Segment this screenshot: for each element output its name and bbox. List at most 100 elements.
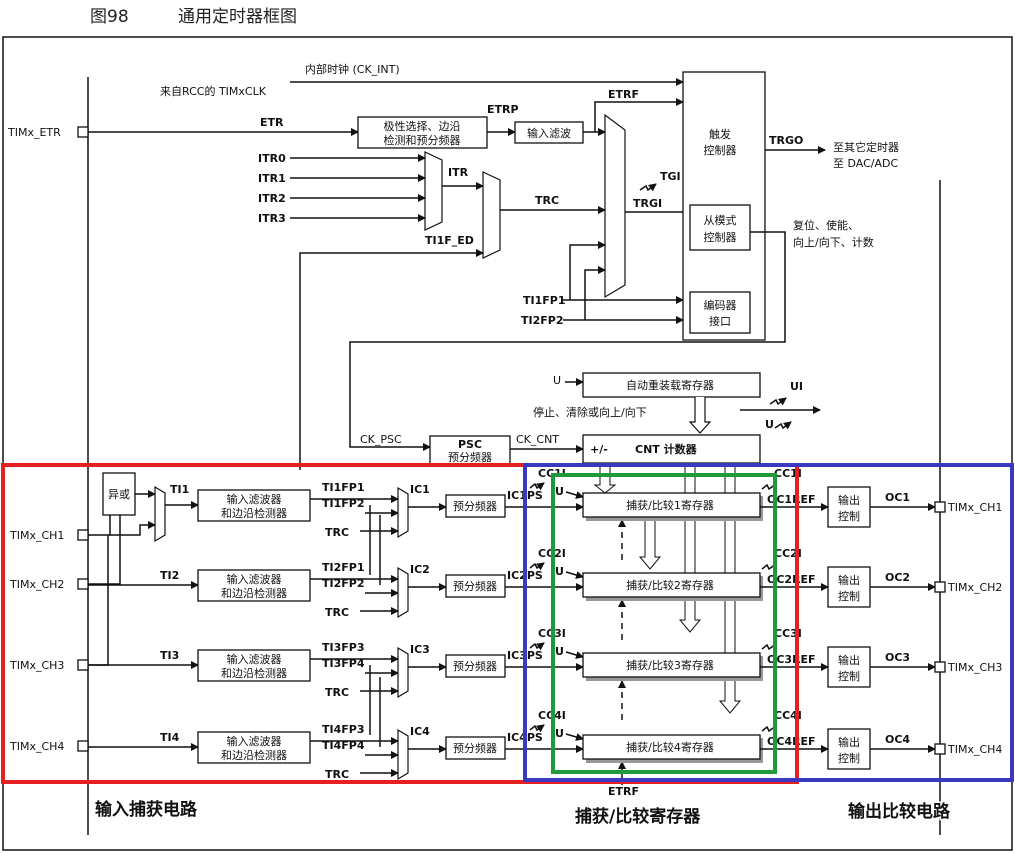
fp2-label: TI1FP2 [322, 497, 364, 510]
itr-label: ITR3 [258, 212, 286, 225]
filter-line2: 和边沿检测器 [221, 748, 287, 762]
output-compare-region [523, 463, 1014, 782]
outctl-line1: 输出 [838, 573, 860, 587]
channels: TIMx_CH1TI1输入滤波器和边沿检测器TI1FP1TI1FP2TRCIC1… [9, 467, 1002, 781]
trigger-mux [482, 171, 501, 259]
u-arrow [565, 651, 584, 659]
xor-label: 异或 [108, 488, 130, 501]
u-label: U [553, 374, 561, 387]
prescaler-box [445, 494, 506, 518]
output-pin [934, 581, 946, 593]
cc-register-region [551, 473, 777, 774]
trgi-label: TRGI [633, 197, 662, 210]
u-arrow [565, 733, 584, 741]
ic-mux [397, 566, 409, 619]
fp2-label: TI3FP4 [322, 657, 365, 670]
cci-interrupt-icon [529, 724, 545, 733]
ck-int-label: 内部时钟 (CK_INT) [305, 62, 400, 76]
fp1-label: TI4FP3 [322, 723, 364, 736]
u-arrow [565, 491, 584, 499]
filter-line2: 和边沿检测器 [221, 506, 287, 520]
input-pin-label: TIMx_CH4 [9, 740, 64, 753]
ui-interrupt-icon [769, 397, 787, 406]
xor-section: 异或 [88, 472, 166, 666]
tgi-interrupt-icon [639, 183, 657, 192]
cnt-sign: +/- [590, 443, 608, 456]
xor-in-ch1 [88, 515, 111, 536]
itr-out-label: ITR [448, 166, 469, 179]
itr-mux [424, 151, 443, 231]
output-pin-label: TIMx_CH1 [947, 501, 1002, 514]
cci-interrupt-icon [529, 642, 545, 651]
cc-register-label: 捕获/比较4寄存器 [626, 740, 714, 754]
trigger-line2: 控制器 [704, 143, 737, 157]
xor-box [102, 472, 136, 516]
tgi-label: TGI [660, 170, 681, 183]
input-pin [77, 659, 89, 671]
cc-out-label: CC2I [774, 547, 802, 560]
ck-psc-line [349, 231, 786, 451]
figure-number: 图98 [90, 7, 129, 27]
auto-reload-box [582, 372, 761, 398]
ch1-direct-line [110, 521, 156, 536]
input-filter-box [197, 489, 311, 522]
cc-register-label: 捕获/比较3寄存器 [626, 658, 714, 672]
input-pin [77, 578, 89, 590]
prescaler-box [445, 736, 506, 760]
trgo-dest2: 至 DAC/ADC [833, 157, 898, 170]
ic-label: IC2 [410, 563, 430, 576]
etrf-line [594, 98, 684, 132]
u2-arrow [774, 421, 792, 430]
cc-out-label: CC3I [774, 627, 802, 640]
prescaler-label: 预分频器 [453, 659, 497, 673]
filter-line1: 输入滤波器 [227, 492, 282, 506]
trgo-label: TRGO [769, 134, 803, 147]
oc-label: OC1 [885, 491, 910, 504]
cci-interrupt-icon [529, 562, 545, 571]
ocref-label: OC4REF [767, 735, 816, 748]
output-pin [934, 743, 946, 755]
cc-register-box [582, 734, 761, 760]
outctl-line2: 控制 [838, 751, 860, 765]
encoder-line2: 接口 [709, 315, 731, 328]
ti1fp1-label: TI1FP1 [523, 294, 565, 307]
input-filter-box [197, 569, 311, 602]
u-label: U [555, 565, 564, 578]
outer-frame [2, 36, 1013, 851]
cnt-label: CNT 计数器 [635, 442, 698, 456]
prescaler-label: 预分频器 [453, 499, 497, 513]
ti-label: TI2 [160, 569, 179, 582]
filter-line2: 和边沿检测器 [221, 586, 287, 600]
trc-label: TRC [325, 768, 349, 781]
xor-in-ch2 [88, 515, 121, 585]
ocref-label: OC3REF [767, 653, 816, 666]
input-pin [77, 740, 89, 752]
input-filter-box [197, 731, 311, 764]
cc-register-box [582, 572, 761, 598]
trigger-line1: 触发 [709, 127, 731, 141]
clock-source-section: 内部时钟 (CK_INT) 来自RCC的 TIMxCLK TIMx_ETR ET… [7, 62, 899, 470]
trgi-mux [604, 113, 626, 299]
oc-label: OC2 [885, 571, 910, 584]
trc-label: TRC [325, 526, 349, 539]
etr-pin-label: TIMx_ETR [7, 126, 61, 139]
ui-label: UI [790, 380, 803, 393]
oc-label: OC4 [885, 733, 910, 746]
trc-label: TRC [535, 194, 559, 207]
slave-line2: 控制器 [704, 230, 737, 244]
ti1f-ed-line [299, 249, 484, 470]
cc-out-icon [761, 563, 777, 571]
output-pin [934, 501, 946, 513]
output-control-box [827, 566, 871, 608]
ic-mux [397, 728, 409, 781]
fp2-label: TI4FP4 [322, 739, 365, 752]
prescaler-label: 预分频器 [453, 741, 497, 755]
ck-psc-label: CK_PSC [360, 433, 402, 446]
outctl-line1: 输出 [838, 493, 860, 507]
ti1fp1-mux-line [569, 241, 606, 300]
ic-mux [397, 486, 409, 539]
u2-label: U [765, 418, 774, 431]
